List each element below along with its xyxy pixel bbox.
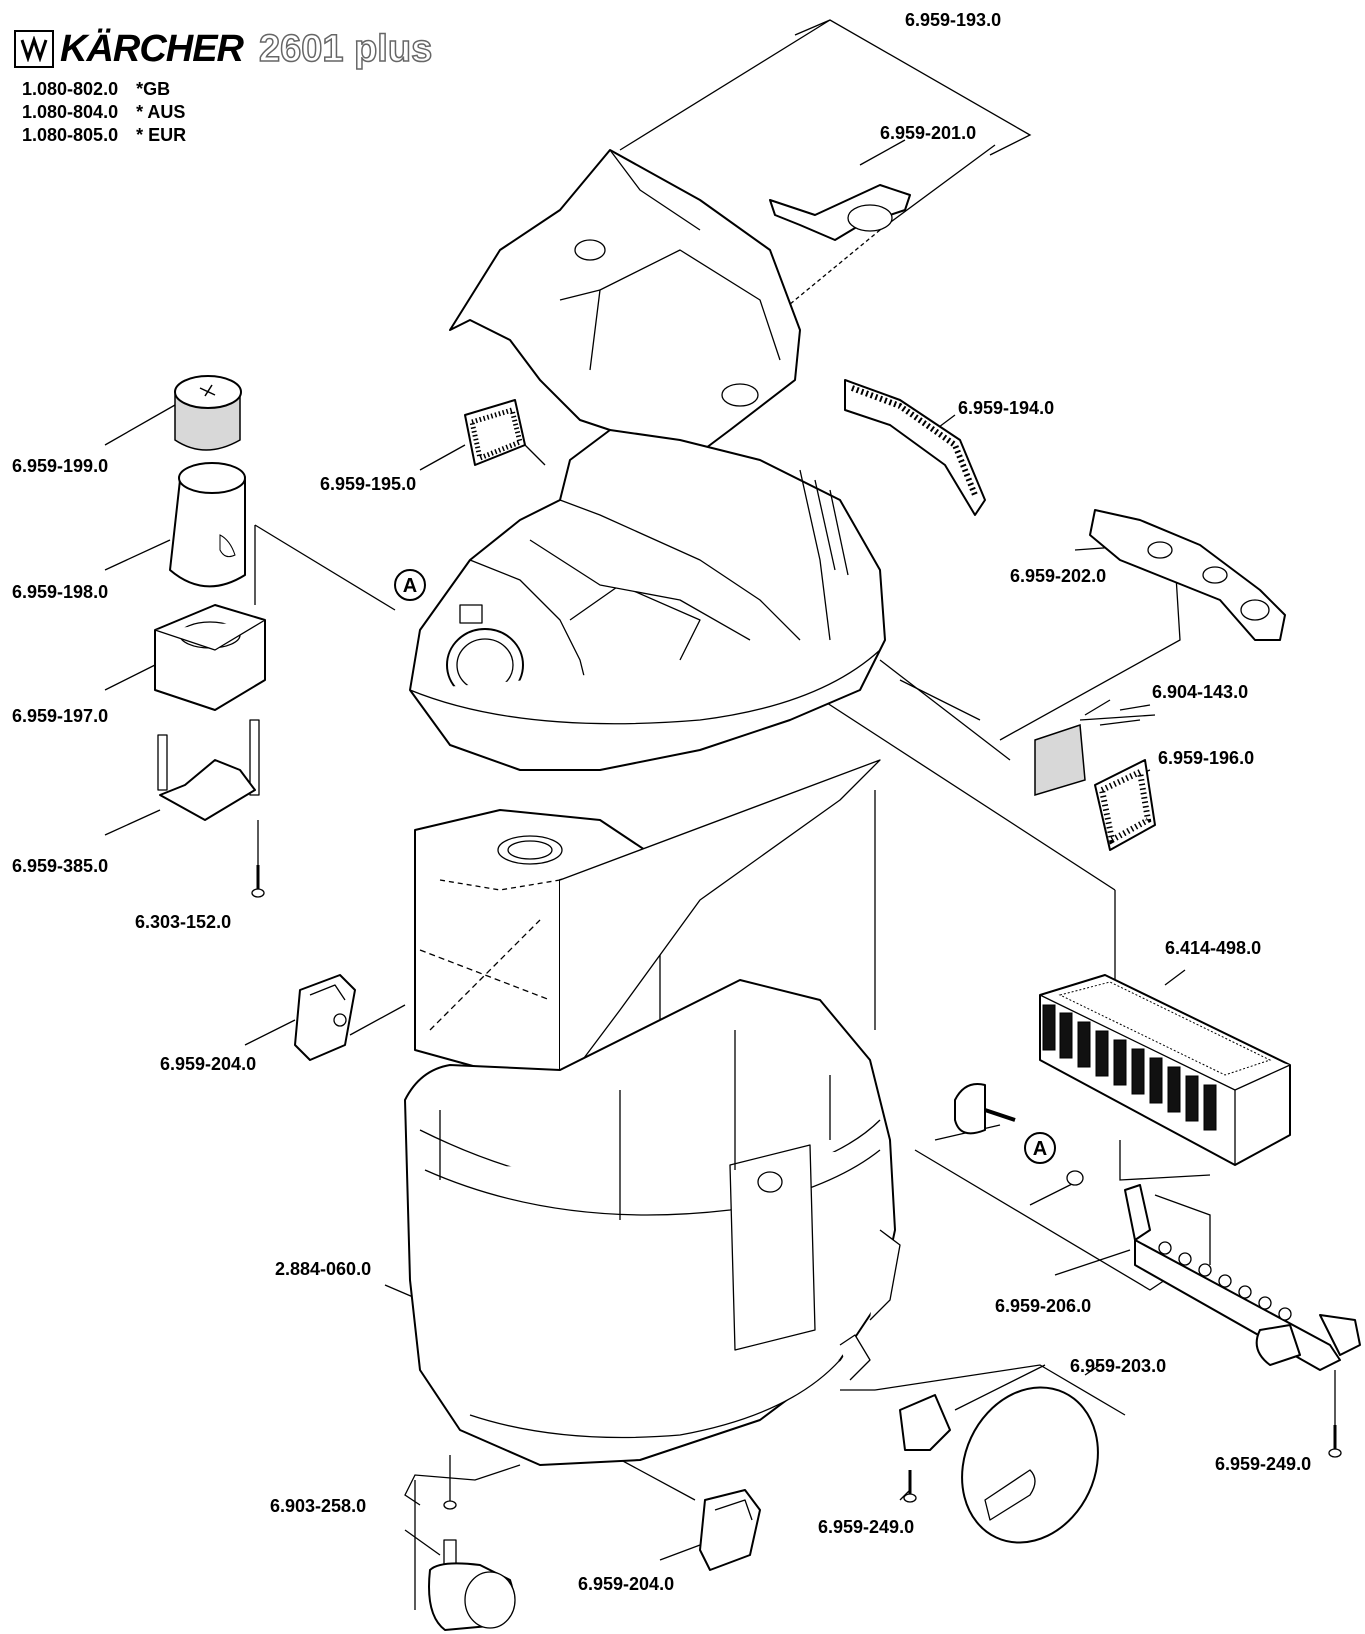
variant-row: 1.080-802.0 *GB bbox=[22, 78, 432, 101]
variant-code: 1.080-802.0 bbox=[22, 79, 119, 99]
reference-marker: A bbox=[1024, 1132, 1056, 1164]
reference-marker-label: A bbox=[1033, 1138, 1047, 1160]
variant-list: 1.080-802.0 *GB 1.080-804.0 * AUS 1.080-… bbox=[22, 78, 432, 147]
part-label: 6.904-143.0 bbox=[1152, 682, 1248, 702]
filter-cap-part bbox=[174, 375, 242, 451]
accessory-clip-part bbox=[1089, 509, 1286, 641]
side-filter-part bbox=[844, 379, 986, 516]
part-label: 6.959-195.0 bbox=[320, 474, 416, 494]
variant-region: * AUS bbox=[136, 102, 186, 122]
handle-part bbox=[769, 184, 911, 241]
rail-screw-part bbox=[1328, 1425, 1342, 1458]
variant-row: 1.080-805.0 * EUR bbox=[22, 124, 432, 147]
part-label: 6.959-193.0 bbox=[905, 10, 1001, 30]
variant-code: 1.080-805.0 bbox=[22, 125, 119, 145]
part-label: 6.959-199.0 bbox=[12, 456, 108, 476]
part-labels: 6.959-193.0 6.959-201.0 6.959-194.0 6.95… bbox=[12, 10, 1311, 1594]
part-label: 6.959-194.0 bbox=[958, 398, 1054, 418]
variant-region: *GB bbox=[136, 79, 171, 99]
part-label: 6.303-152.0 bbox=[135, 912, 231, 932]
container-part bbox=[404, 979, 901, 1466]
bracket-part bbox=[157, 719, 260, 821]
filter-holder-part bbox=[154, 604, 266, 711]
part-label: 6.959-249.0 bbox=[818, 1517, 914, 1537]
screw-small-part bbox=[251, 865, 265, 898]
pad-part bbox=[1034, 704, 1151, 797]
part-label: 6.959-203.0 bbox=[1070, 1356, 1166, 1376]
filter-cartridge-part bbox=[169, 462, 246, 588]
part-label: 2.884-060.0 bbox=[275, 1259, 371, 1279]
part-label: 6.959-204.0 bbox=[160, 1054, 256, 1074]
cover-part bbox=[449, 149, 801, 481]
brand-block: KÄRCHER 2601 plus bbox=[14, 28, 433, 70]
small-grille-part bbox=[464, 399, 526, 466]
cartridge-filter-part bbox=[1039, 974, 1291, 1166]
wheel-screw-part bbox=[903, 1470, 917, 1503]
reference-marker: A bbox=[394, 569, 426, 601]
part-label: 6.959-202.0 bbox=[1010, 566, 1106, 586]
part-label: 6.903-258.0 bbox=[270, 1496, 366, 1516]
part-label: 6.959-204.0 bbox=[578, 1574, 674, 1594]
motor-head-part bbox=[409, 429, 886, 771]
part-label: 6.959-206.0 bbox=[995, 1296, 1091, 1316]
tool-rail-teeth bbox=[1158, 1241, 1292, 1321]
reference-marker-label: A bbox=[403, 575, 417, 597]
part-label: 6.959-196.0 bbox=[1158, 748, 1254, 768]
part-label: 6.959-385.0 bbox=[12, 856, 108, 876]
tool-rail-part bbox=[954, 1083, 1361, 1371]
part-label: 6.414-498.0 bbox=[1165, 938, 1261, 958]
part-label: 6.959-197.0 bbox=[12, 706, 108, 726]
part-label: 6.959-249.0 bbox=[1215, 1454, 1311, 1474]
variant-code: 1.080-804.0 bbox=[22, 102, 119, 122]
castor-part bbox=[428, 1500, 516, 1631]
variant-region: * EUR bbox=[136, 125, 187, 145]
part-label: 6.959-201.0 bbox=[880, 123, 976, 143]
cartridge-pleats bbox=[1042, 1004, 1217, 1131]
wheel-part bbox=[899, 1386, 1099, 1544]
kaercher-logo-icon bbox=[14, 30, 54, 68]
latch-bottom-part bbox=[699, 1489, 761, 1571]
filter-bag-part bbox=[414, 759, 881, 1091]
brand-name: KÄRCHER bbox=[60, 28, 244, 70]
diagram-header: KÄRCHER 2601 plus 1.080-802.0 *GB 1.080-… bbox=[14, 28, 433, 147]
vent-grille-part bbox=[1094, 759, 1156, 851]
model-name: 2601 plus bbox=[258, 28, 433, 70]
latch-left-part bbox=[294, 974, 356, 1061]
variant-row: 1.080-804.0 * AUS bbox=[22, 101, 432, 124]
part-label: 6.959-198.0 bbox=[12, 582, 108, 602]
